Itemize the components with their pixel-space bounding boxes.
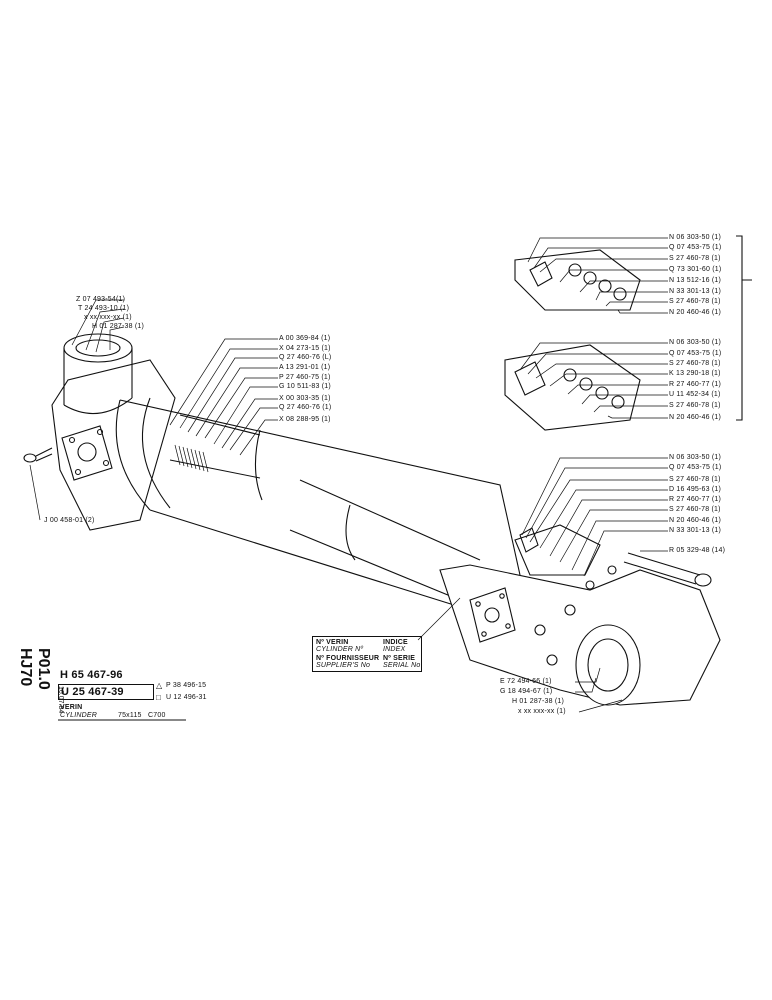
- cylinder-barrel: [115, 397, 521, 611]
- label-top-left-4: H 01 287-38 (1): [92, 323, 145, 330]
- index-indice-fr: INDICE: [383, 639, 408, 646]
- label-middle-2: X 04 273-15 (1): [279, 345, 331, 352]
- label-middle-8: Q 27 460-76 (1): [279, 404, 332, 411]
- tie-bolt: [623, 552, 712, 587]
- label-r2-7: S 27 460-78 (1): [669, 402, 721, 409]
- grease-fitting: [23, 447, 53, 463]
- index-fournisseur-en: SUPPLIER'S No: [316, 662, 371, 669]
- front-port-flange: [469, 587, 516, 643]
- label-bolt: R 05 329-48 (14): [669, 547, 726, 554]
- label-top-left-1: Z 07 493-54(1): [76, 296, 126, 303]
- label-middle-1: A 00 369-84 (1): [279, 335, 331, 342]
- label-r3-1: N 06 303-50 (1): [669, 454, 722, 461]
- drawing-code-block: HJ70 P01.0 16.07.84: [14, 648, 64, 720]
- label-middle-5: P 27 460-75 (1): [279, 374, 331, 381]
- label-r1-1: N 06 303-50 (1): [669, 234, 722, 241]
- label-middle-4: A 13 291-01 (1): [279, 364, 331, 371]
- label-r2-6: U 11 452-34 (1): [669, 391, 721, 398]
- leaders-right-2: [519, 342, 668, 419]
- label-r3-5: R 27 460-77 (1): [669, 496, 722, 503]
- name-fr: VERIN: [60, 704, 83, 711]
- label-middle-7: X 00 303-35 (1): [279, 395, 331, 402]
- label-middle-9: X 08 288-95 (1): [279, 416, 331, 423]
- index-serie-fr: Nº SERIE: [383, 655, 416, 662]
- part-number-alt-box: U 25 467-39: [58, 684, 154, 700]
- label-fitting: J 00 458-01 (2): [44, 517, 95, 524]
- model: C700: [148, 712, 166, 719]
- rear-head: [51, 333, 176, 531]
- ref-square-icon: □: [156, 693, 162, 702]
- size: 75x115: [118, 712, 142, 719]
- part-number: H 65 467-96: [60, 669, 123, 681]
- leaders-bottom-right: [575, 667, 623, 713]
- label-r1-8: N 20 460-46 (1): [669, 309, 722, 316]
- label-br-3: H 01 287-38 (1): [512, 698, 565, 705]
- leaders-top-left: [71, 299, 125, 353]
- label-r2-1: N 06 303-50 (1): [669, 339, 722, 346]
- label-r1-7: S 27 460-78 (1): [669, 298, 721, 305]
- label-r3-4: D 16 495-63 (1): [669, 486, 722, 493]
- name-en: CYLINDER: [60, 712, 97, 719]
- label-r3-8: N 33 301-13 (1): [669, 527, 722, 534]
- label-top-left-2: T 24 493-10 (1): [78, 305, 130, 312]
- index-leader: [417, 597, 461, 641]
- label-middle-6: G 10 511-83 (1): [279, 383, 331, 390]
- label-r2-8: N 20 460-46 (1): [669, 414, 722, 421]
- leaders-right-1: [527, 237, 668, 314]
- label-br-2: G 18 494-67 (1): [500, 688, 553, 695]
- label-br-1: E 72 494-66 (1): [500, 678, 552, 685]
- label-r2-3: S 27 460-78 (1): [669, 360, 721, 367]
- rear-port-flange: [61, 425, 113, 481]
- index-verin-en: CYLINDER Nº: [316, 646, 364, 653]
- label-r3-7: N 20 460-46 (1): [669, 517, 722, 524]
- label-r3-3: S 27 460-78 (1): [669, 476, 721, 483]
- part-number-alt: U 25 467-39: [61, 686, 124, 698]
- label-r1-6: N 33 301-13 (1): [669, 288, 722, 295]
- index-verin-fr: Nº VERIN: [316, 639, 349, 646]
- label-r3-2: Q 07 453-75 (1): [669, 464, 722, 471]
- leaders-right-3: [521, 457, 668, 577]
- seal-detail-3: [514, 524, 601, 576]
- seal-detail-2: [504, 344, 641, 431]
- label-r1-2: Q 07 453-75 (1): [669, 244, 722, 251]
- label-r2-4: K 13 290-18 (1): [669, 370, 721, 377]
- piston-rod: [289, 479, 481, 601]
- index-indice-en: INDEX: [383, 646, 406, 653]
- thread-section: [174, 444, 209, 473]
- label-r1-5: N 13 512-16 (1): [669, 277, 722, 284]
- label-top-left-3: x xx xxx-xx (1): [84, 314, 132, 321]
- label-r1-3: S 27 460-78 (1): [669, 255, 721, 262]
- drawing-code-sub: P01.0: [35, 648, 52, 690]
- label-r3-6: S 27 460-78 (1): [669, 506, 721, 513]
- group-bracket: [736, 235, 752, 421]
- seal-detail-1: [514, 249, 641, 311]
- label-r2-2: Q 07 453-75 (1): [669, 350, 722, 357]
- index-serie-en: SERIAL No: [383, 662, 421, 669]
- drawing-code-main: HJ70: [17, 648, 34, 687]
- label-middle-3: Q 27 460-76 (L): [279, 354, 332, 361]
- ref-triangle: P 38 496-15: [166, 682, 207, 689]
- ref-triangle-icon: △: [156, 681, 163, 690]
- ref-square: U 12 496-31: [166, 694, 207, 701]
- label-br-4: x xx xxx-xx (1): [518, 708, 566, 715]
- index-box: Nº VERIN CYLINDER Nº Nº FOURNISSEUR SUPP…: [312, 636, 422, 672]
- index-fournisseur-fr: Nº FOURNISSEUR: [316, 655, 380, 662]
- label-r2-5: R 27 460-77 (1): [669, 381, 722, 388]
- rod-eye: [439, 564, 721, 706]
- leaders-middle: [169, 338, 278, 456]
- leader-fitting: [29, 464, 41, 521]
- label-r1-4: Q 73 301-60 (1): [669, 266, 722, 273]
